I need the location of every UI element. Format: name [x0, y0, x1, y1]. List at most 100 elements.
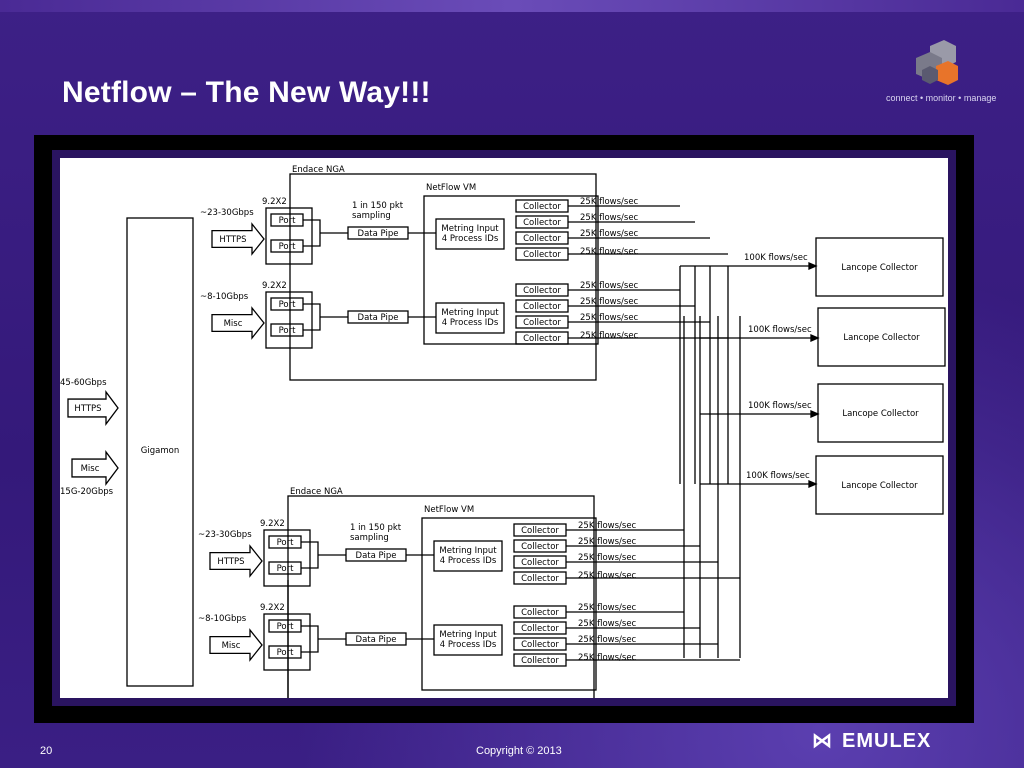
flow-label-1-1-1: 25K flows/sec [578, 619, 637, 629]
metring-box-0-1 [435, 302, 505, 334]
sampling-line1-2: 1 in 150 pkt [350, 523, 402, 533]
flow-label-1-0-0: 25K flows/sec [578, 521, 637, 531]
group-arrow-0-1-label: Misc [224, 319, 243, 329]
emulex-cube-logo-icon [916, 40, 958, 85]
port-label-0-1-1: Port [279, 326, 297, 336]
netflow-architecture-diagram: Gigamon45-60GbpsHTTPSMisc15G-20GbpsLanco… [60, 165, 946, 698]
flow-label-0-1-3: 25K flows/sec [580, 331, 639, 341]
metring-line2-1-0: 4 Process IDs [440, 556, 497, 566]
lancope-collector-label-3: Lancope Collector [842, 409, 919, 419]
data-pipe-label-1-0: Data Pipe [356, 551, 397, 561]
metring-box-1-1 [433, 624, 503, 656]
left-input-rate-https: 45-60Gbps [60, 378, 107, 388]
left-input-rate-misc: 15G-20Gbps [60, 487, 114, 497]
port-group-label-1-0: 9.2X2 [260, 519, 285, 529]
collector-label-1-1-3: Collector [521, 656, 559, 666]
collector-label-0-1-0: Collector [523, 286, 561, 296]
port-label-1-0-1: Port [277, 564, 295, 574]
flow-label-0-0-3: 25K flows/sec [580, 247, 639, 257]
collector-label-1-0-2: Collector [521, 558, 559, 568]
lancope-flow-label-1: 100K flows/sec [744, 253, 808, 263]
collector-label-0-0-0: Collector [523, 202, 561, 212]
collector-label-0-0-3: Collector [523, 250, 561, 260]
flow-label-1-0-3: 25K flows/sec [578, 571, 637, 581]
metring-line1-0-0: Metring Input [441, 224, 499, 234]
lancope-feed-arrow-4 [808, 480, 818, 488]
lancope-collector-box-2 [817, 307, 946, 367]
port-label-0-1-0: Port [279, 300, 297, 310]
collector-label-1-1-0: Collector [521, 608, 559, 618]
group-rate-1-1: ~8-10Gbps [198, 614, 247, 624]
port-group-box-0-1 [265, 291, 313, 349]
netflow-vm-box-1 [423, 195, 599, 345]
sampling-line1-1: 1 in 150 pkt [352, 201, 404, 211]
left-misc-arrow [71, 450, 119, 486]
port-group-label-0-0: 9.2X2 [262, 197, 287, 207]
port-label-0-0-0: Port [279, 216, 297, 226]
group-arrow-0-1 [211, 306, 265, 340]
brand-name: EMULEX [842, 730, 932, 752]
group-arrow-1-0-label: HTTPS [217, 557, 244, 567]
lancope-feed-arrow-1 [808, 262, 818, 270]
flow-label-1-1-0: 25K flows/sec [578, 603, 637, 613]
lancope-flow-label-3: 100K flows/sec [748, 401, 812, 411]
collector-label-0-0-1: Collector [523, 218, 561, 228]
nga-box-1 [289, 173, 597, 381]
collector-label-1-0-0: Collector [521, 526, 559, 536]
collector-label-0-1-3: Collector [523, 334, 561, 344]
metring-line1-0-1: Metring Input [441, 308, 499, 318]
collector-label-1-1-2: Collector [521, 640, 559, 650]
sampling-line2-2: sampling [350, 533, 389, 543]
group-arrow-0-0-label: HTTPS [219, 235, 246, 245]
flow-label-1-1-2: 25K flows/sec [578, 635, 637, 645]
data-pipe-label-0-1: Data Pipe [358, 313, 399, 323]
flow-label-0-1-1: 25K flows/sec [580, 297, 639, 307]
collector-label-1-0-1: Collector [521, 542, 559, 552]
metring-line2-0-0: 4 Process IDs [442, 234, 499, 244]
netflow-vm-title-2: NetFlow VM [424, 505, 474, 515]
port-group-label-0-1: 9.2X2 [262, 281, 287, 291]
group-rate-0-1: ~8-10Gbps [200, 292, 249, 302]
metring-line1-1-1: Metring Input [439, 630, 497, 640]
flow-label-0-0-2: 25K flows/sec [580, 229, 639, 239]
port-group-box-0-0 [265, 207, 313, 265]
page-number: 20 [40, 745, 53, 757]
flow-label-0-1-2: 25K flows/sec [580, 313, 639, 323]
lancope-collector-label-2: Lancope Collector [843, 333, 920, 343]
collector-label-0-1-2: Collector [523, 318, 561, 328]
top-decorative-bar [0, 0, 1024, 12]
port-label-1-1-1: Port [277, 648, 295, 658]
left-https-arrow [67, 390, 119, 426]
metring-line2-0-1: 4 Process IDs [442, 318, 499, 328]
data-pipe-label-1-1: Data Pipe [356, 635, 397, 645]
copyright-text: Copyright © 2013 [476, 745, 562, 757]
flow-label-0-0-1: 25K flows/sec [580, 213, 639, 223]
port-group-label-1-1: 9.2X2 [260, 603, 285, 613]
lancope-flow-label-4: 100K flows/sec [746, 471, 810, 481]
metring-box-1-0 [433, 540, 503, 572]
metring-line1-1-0: Metring Input [439, 546, 497, 556]
nga-title-2: Endace NGA [290, 487, 343, 497]
metring-box-0-0 [435, 218, 505, 250]
lancope-collector-label-1: Lancope Collector [841, 263, 918, 273]
data-pipe-label-0-0: Data Pipe [358, 229, 399, 239]
lancope-collector-label-4: Lancope Collector [841, 481, 918, 491]
gigamon-label: Gigamon [141, 446, 179, 456]
port-label-1-0-0: Port [277, 538, 295, 548]
flow-label-1-1-3: 25K flows/sec [578, 653, 637, 663]
group-arrow-1-0 [209, 544, 263, 578]
group-rate-0-0: ~23-30Gbps [200, 208, 254, 218]
group-rate-1-0: ~23-30Gbps [198, 530, 252, 540]
port-group-box-1-0 [263, 529, 311, 587]
sampling-line2-1: sampling [352, 211, 391, 221]
lancope-collector-box-1 [815, 237, 944, 297]
slide-title: Netflow – The New Way!!! [62, 76, 431, 109]
collector-label-1-0-3: Collector [521, 574, 559, 584]
logo-tagline: connect • monitor • manage [886, 93, 997, 103]
lancope-collector-box-3 [817, 383, 944, 443]
left-https-arrow-label: HTTPS [74, 404, 101, 414]
netflow-vm-box-2 [421, 517, 597, 691]
collector-label-1-1-1: Collector [521, 624, 559, 634]
port-group-box-1-1 [263, 613, 311, 671]
group-arrow-1-1-label: Misc [222, 641, 241, 651]
